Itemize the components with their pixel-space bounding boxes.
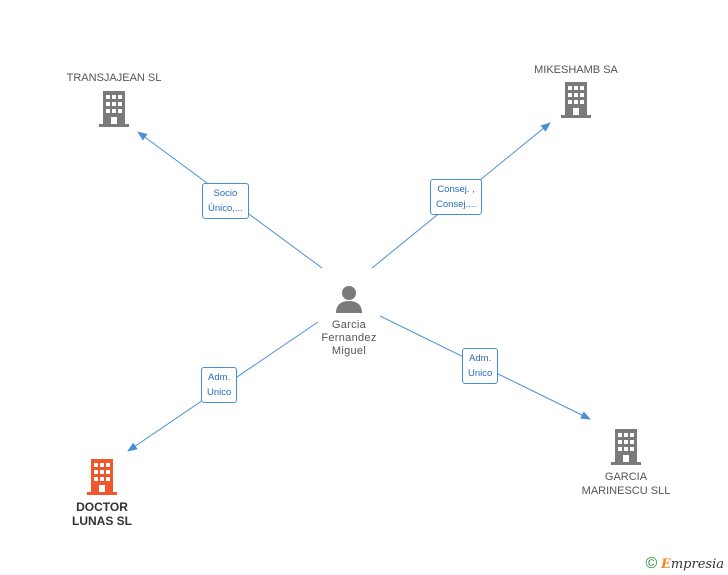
company-name-line: MARINESCU SLL [581,485,671,497]
edge-label-transjajean[interactable]: Socio Único,... [202,183,249,219]
edge-label-line: Consej. , [437,184,475,195]
building-icon [561,82,591,118]
company-name: MIKESHAMB SA [534,64,618,76]
edge-label-mikeshamb[interactable]: Consej. , Consej.... [430,179,483,215]
empresia-watermark: © Empresia [646,555,724,573]
person-name-line: Fernandez [321,332,377,344]
copyright-icon: © [645,555,658,572]
company-node-doctor-lunas[interactable]: DOCTOR LUNAS SL [52,459,152,528]
building-icon [99,91,129,127]
edge-label-garcia-marinescu[interactable]: Adm. Unico [462,348,499,384]
person-icon [336,286,362,313]
brand-rest: mpresia [670,557,724,572]
edge-label-line: Consej.... [436,199,477,210]
edge-label-line: Unico [468,368,493,379]
company-name-line: DOCTOR [76,500,128,514]
company-node-garcia-marinescu[interactable]: GARCIA MARINESCU SLL [566,429,686,498]
edge-label-doctor-lunas[interactable]: Adm. Unico [201,367,238,403]
person-name-line: Garcia [331,319,367,331]
person-name-line: Miguel [331,345,367,357]
building-icon [87,459,117,495]
edge-label-line: Socio [213,188,238,199]
company-name: TRANSJAJEAN SL [66,72,162,84]
company-node-mikeshamb[interactable]: MIKESHAMB SA [516,63,636,123]
company-name-line: GARCIA [604,471,648,483]
edge-label-line: Adm. [469,353,492,364]
edge-label-line: Único,... [208,203,243,214]
edge-label-line: Unico [207,387,232,398]
building-icon [611,429,641,465]
company-name-line: LUNAS SL [72,514,132,528]
company-node-transjajean[interactable]: TRANSJAJEAN SL [54,71,174,132]
brand-name: Empresia [661,557,724,572]
edge-label-line: Adm. [208,372,231,383]
brand-initial: E [660,557,671,572]
person-node[interactable]: Garcia Fernandez Miguel [299,284,399,358]
